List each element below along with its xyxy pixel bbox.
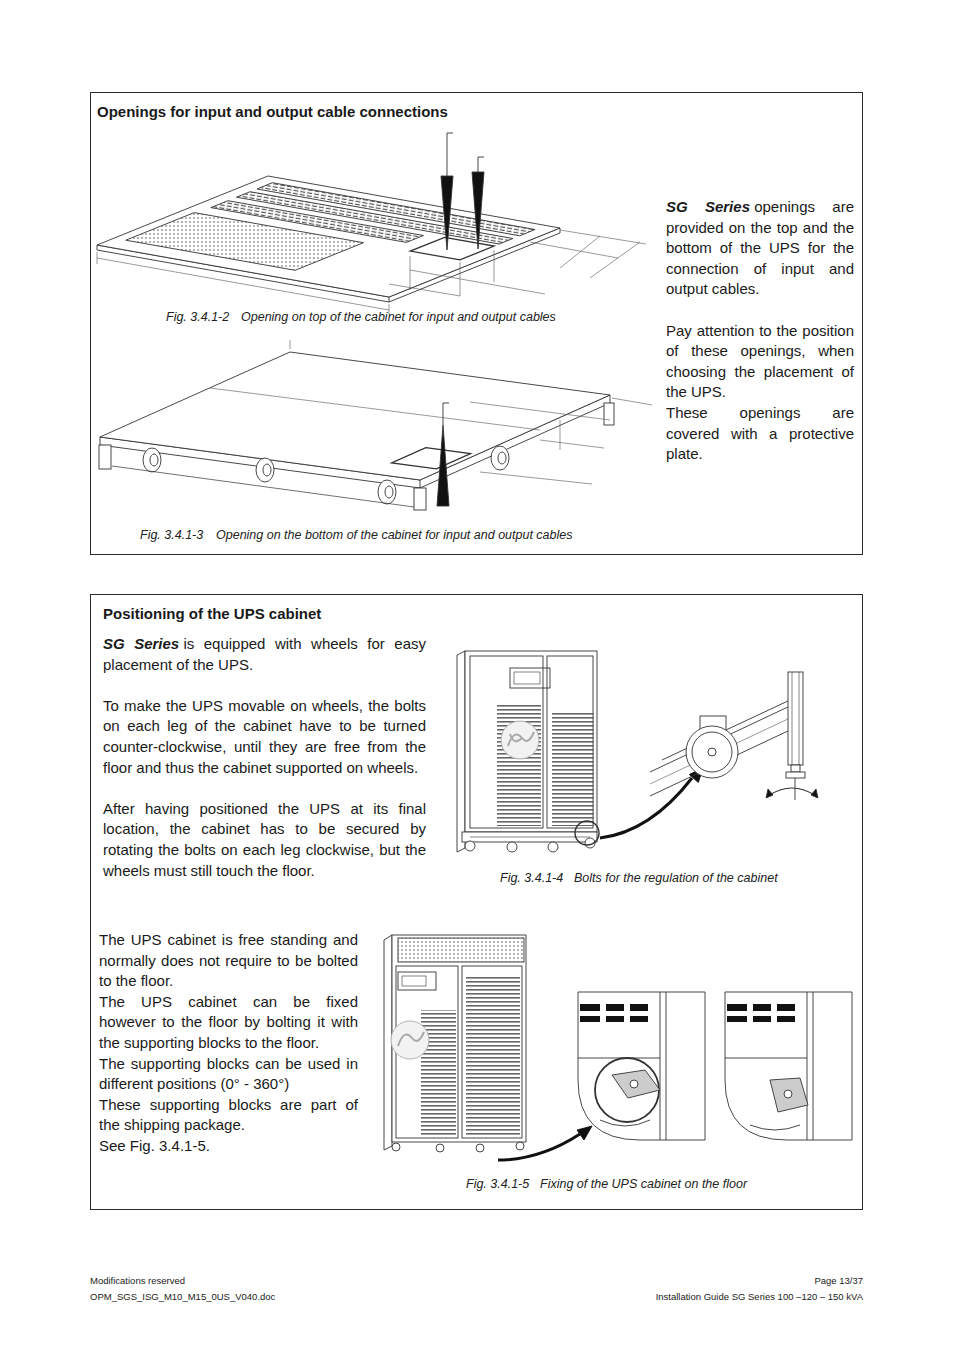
page-number: Page 13/37	[814, 1275, 863, 1286]
text-column: The UPS cabinet is free standing and nor…	[99, 930, 358, 1157]
body-text: After having positioned the UPS at its f…	[103, 800, 426, 879]
body-text: To make the UPS movable on wheels, the b…	[103, 697, 426, 776]
section-heading: Positioning of the UPS cabinet	[103, 605, 321, 622]
document-title: Installation Guide SG Series 100 –120 – …	[656, 1291, 863, 1302]
paragraph: The UPS cabinet is free standing and nor…	[99, 930, 358, 992]
figure-caption: Opening on top of the cabinet for input …	[241, 310, 556, 324]
text-column: SG Seriesis equipped with wheels for eas…	[103, 634, 426, 881]
paragraph: The supporting blocks can be used in dif…	[99, 1054, 358, 1095]
body-text: These supporting blocks are part of the …	[99, 1096, 358, 1134]
body-text: See Fig. 3.4.1-5.	[99, 1137, 210, 1154]
figure-number: Fig. 3.4.1-2	[166, 310, 229, 324]
figure-number: Fig. 3.4.1-4	[500, 871, 563, 885]
paragraph: See Fig. 3.4.1-5.	[99, 1136, 358, 1157]
cabinet-bolts-figure	[457, 651, 818, 852]
body-text: Pay attention to the position of these o…	[666, 322, 854, 401]
product-name: SG Series	[103, 635, 179, 652]
body-text: These openings are covered with a protec…	[666, 404, 854, 462]
paragraph: Openings for input and output cable conn…	[97, 102, 657, 123]
paragraph: SG Seriesopenings are provided on the to…	[666, 197, 854, 300]
paragraph: These openings are covered with a protec…	[666, 403, 854, 465]
section-heading: Openings for input and output cable conn…	[97, 103, 448, 120]
figure-number: Fig. 3.4.1-3	[140, 528, 203, 542]
paragraph: Positioning of the UPS cabinet	[103, 604, 663, 625]
file-name: OPM_SGS_ISG_M10_M15_0US_V040.doc	[90, 1291, 275, 1302]
figure-number: Fig. 3.4.1-5	[466, 1177, 529, 1191]
section-box: Positioning of the UPS cabinet SG Seriesi…	[90, 594, 863, 1210]
body-text: The supporting blocks can be used in dif…	[99, 1055, 358, 1093]
cabinet-floor-fixing-figure	[384, 935, 852, 1160]
product-name: SG Series	[666, 198, 750, 215]
paragraph: To make the UPS movable on wheels, the b…	[103, 696, 426, 778]
footer-note: Modifications reserved	[90, 1275, 185, 1286]
figure-caption: Fixing of the UPS cabinet on the floor	[540, 1177, 747, 1191]
paragraph: SG Seriesis equipped with wheels for eas…	[103, 634, 426, 675]
text-column: Openings for input and output cable conn…	[97, 102, 657, 123]
bottom-base-figure	[99, 340, 652, 510]
paragraph: After having positioned the UPS at its f…	[103, 799, 426, 881]
paragraph: Pay attention to the position of these o…	[666, 321, 854, 403]
top-plate-figure	[97, 133, 646, 314]
figure-caption: Bolts for the regulation of the cabinet	[574, 871, 778, 885]
body-text: The UPS cabinet can be fixed however to …	[99, 993, 358, 1051]
text-column: Positioning of the UPS cabinet	[103, 604, 663, 625]
figure-caption: Opening on the bottom of the cabinet for…	[216, 528, 573, 542]
paragraph: The UPS cabinet can be fixed however to …	[99, 992, 358, 1054]
body-text: The UPS cabinet is free standing and nor…	[99, 931, 358, 989]
paragraph: These supporting blocks are part of the …	[99, 1095, 358, 1136]
text-column: SG Seriesopenings are provided on the to…	[666, 197, 854, 465]
